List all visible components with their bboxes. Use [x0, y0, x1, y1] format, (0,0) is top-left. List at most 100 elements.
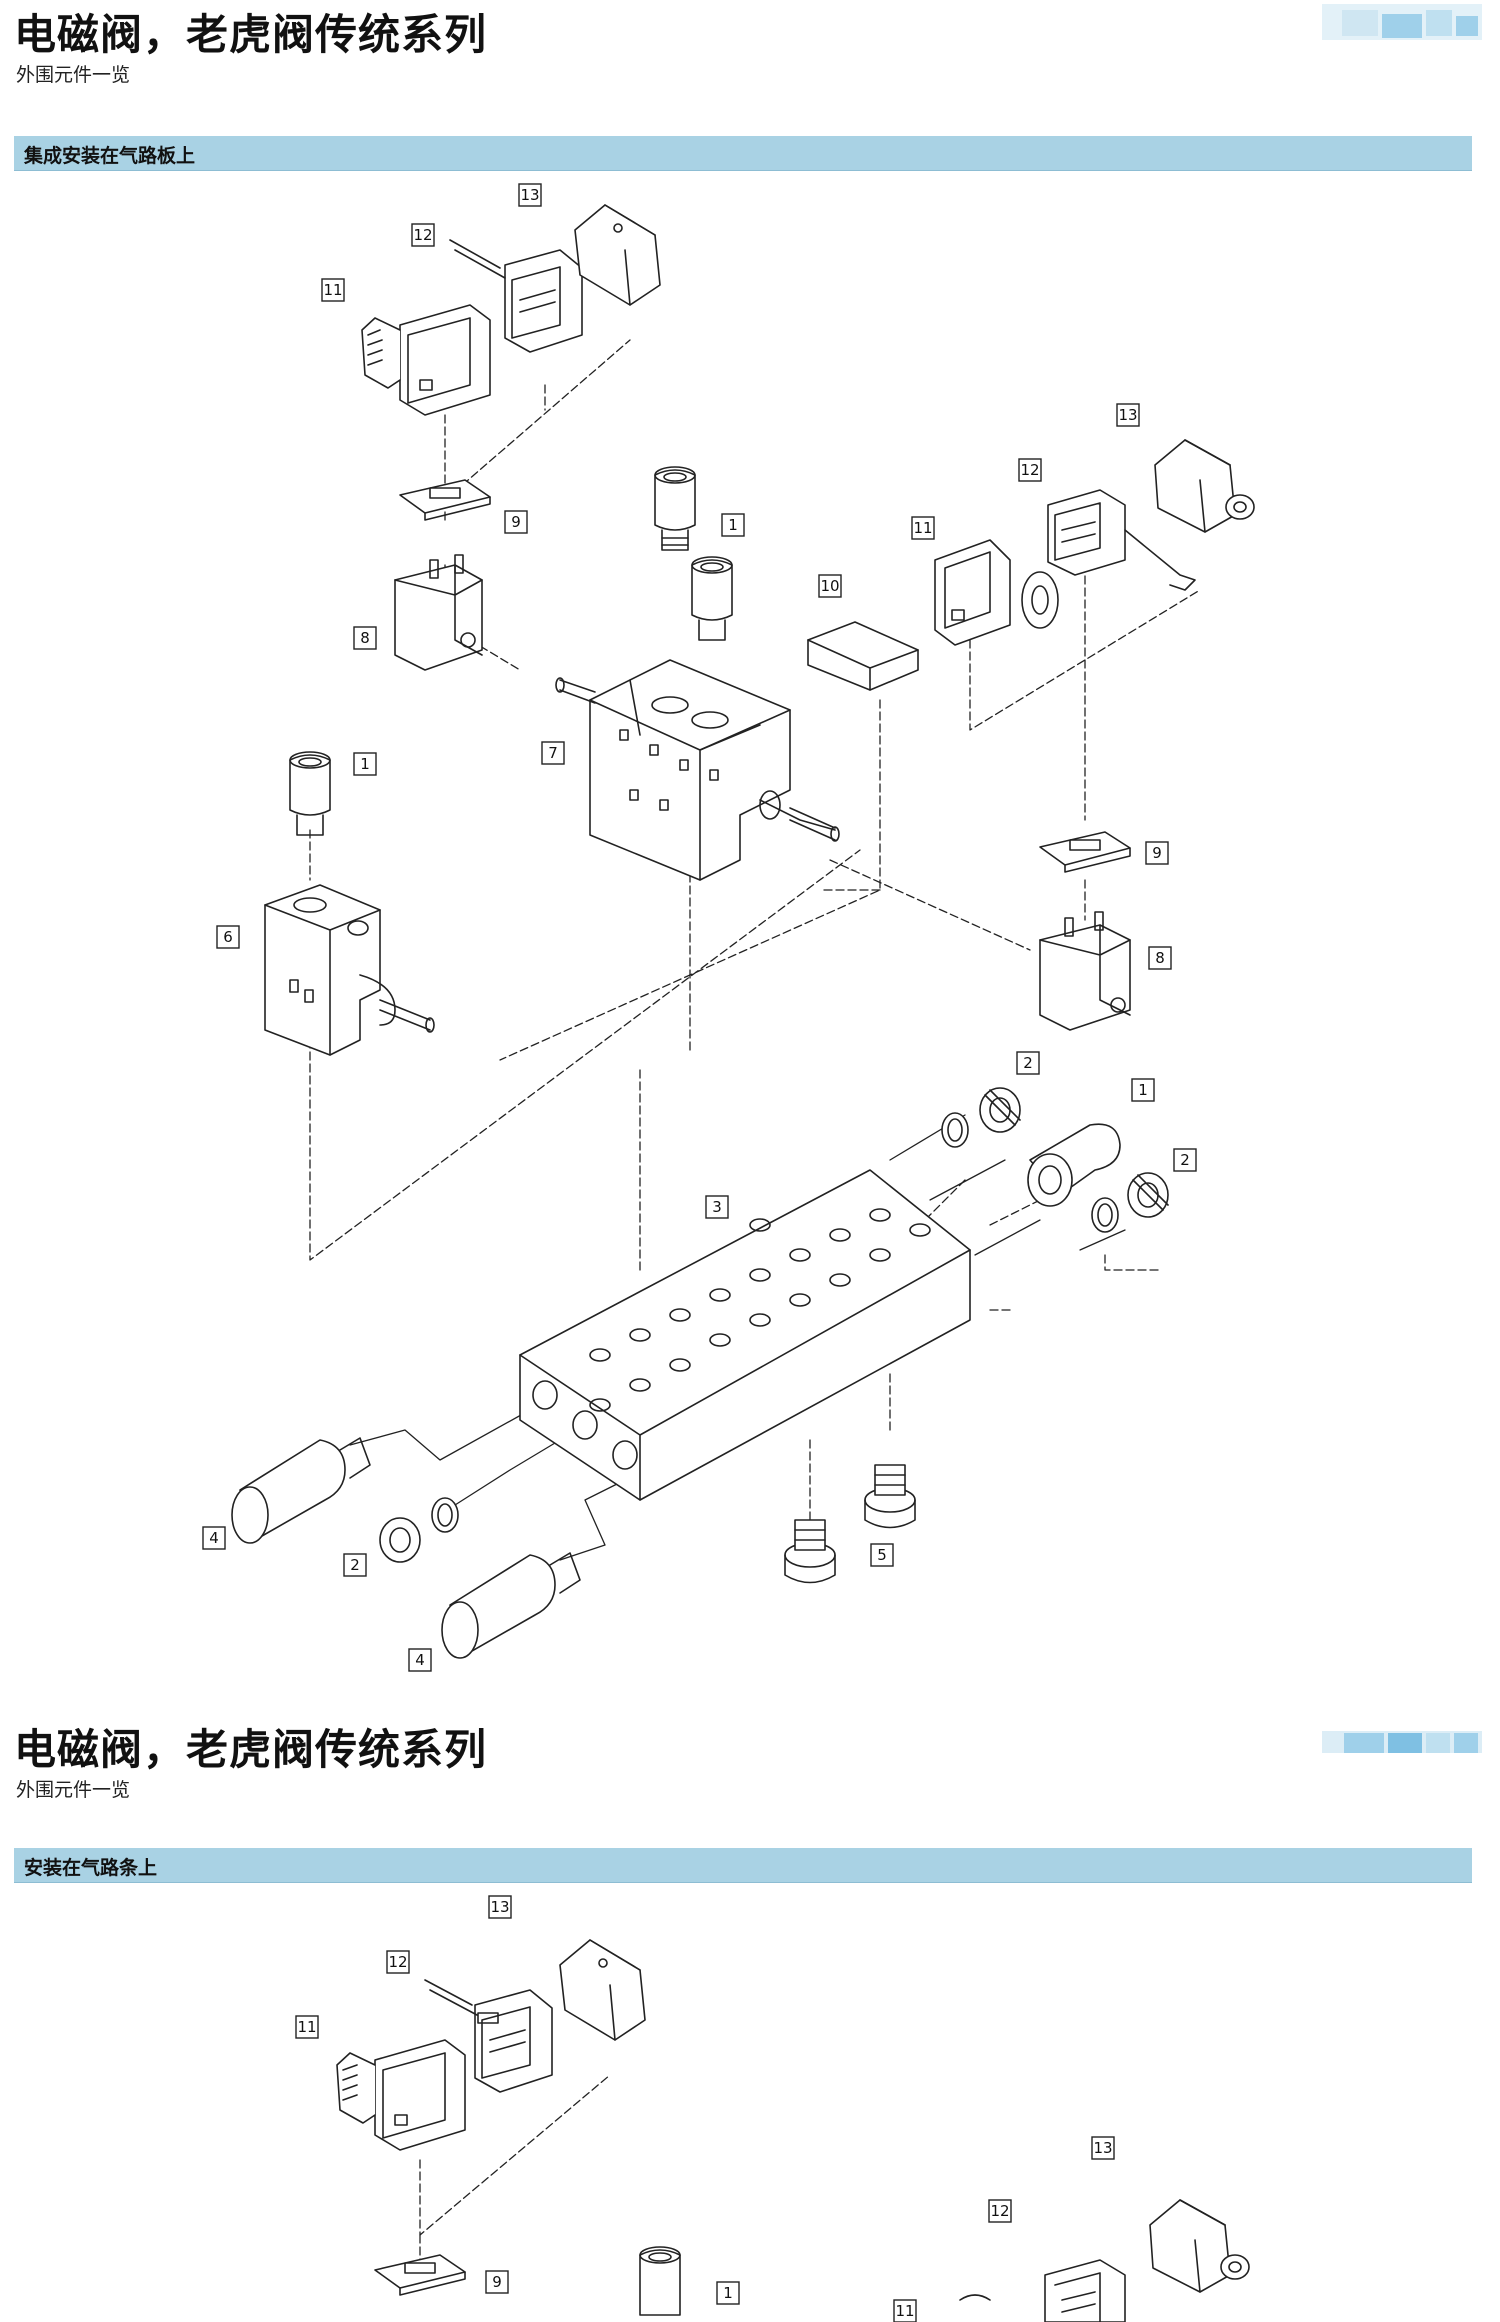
solenoid-coil-8-left — [394, 554, 483, 671]
callout-11: 11 — [295, 2015, 319, 2039]
silencer-4-a — [231, 1437, 371, 1544]
valve-body-6 — [264, 884, 435, 1056]
svg-text:1: 1 — [728, 516, 738, 534]
callout-7: 7 — [541, 741, 565, 765]
callout-11: 11 — [321, 278, 345, 302]
svg-text:12: 12 — [413, 226, 432, 244]
svg-text:12: 12 — [388, 1953, 407, 1971]
push-in-fitting-1-a — [654, 466, 696, 551]
plug-socket-11-top — [336, 2039, 466, 2151]
svg-text:11: 11 — [297, 2018, 316, 2036]
svg-text:2: 2 — [350, 1556, 360, 1574]
callout-8: 8 — [1148, 946, 1172, 970]
svg-text:10: 10 — [820, 577, 839, 595]
svg-text:11: 11 — [895, 2302, 914, 2320]
callout-12: 12 — [1018, 458, 1042, 482]
callout-2: 2 — [1173, 1148, 1197, 1172]
svg-text:7: 7 — [548, 744, 558, 762]
svg-text:4: 4 — [415, 1651, 425, 1669]
page-title: 电磁阀，老虎阀传统系列 — [14, 1725, 488, 1774]
plug-socket-12-right — [1047, 489, 1196, 591]
page-title: 电磁阀，老虎阀传统系列 — [14, 10, 488, 59]
seal-ring-2-b — [1091, 1197, 1119, 1233]
push-in-fitting-1-b — [691, 556, 733, 641]
callout-13: 13 — [1116, 403, 1140, 427]
plug-2-a — [979, 1087, 1021, 1133]
plug-socket-12-right-top — [1044, 2259, 1126, 2322]
callout-4: 4 — [202, 1526, 226, 1550]
svg-text:1: 1 — [1138, 1081, 1148, 1099]
callout-9: 9 — [1145, 841, 1169, 865]
svg-text:9: 9 — [492, 2273, 502, 2291]
label-holder-10 — [807, 621, 919, 691]
callout-5: 5 — [870, 1543, 894, 1567]
svg-text:11: 11 — [913, 519, 932, 537]
callout-12: 12 — [411, 223, 435, 247]
push-in-fitting-1-c — [289, 751, 331, 836]
banjo-fitting-5-b — [864, 1464, 916, 1529]
svg-text:9: 9 — [511, 513, 521, 531]
brand-pixel-bar — [1322, 1731, 1482, 1753]
callout-13: 13 — [1091, 2136, 1115, 2160]
plug-socket-11-left — [361, 304, 491, 416]
section-band-label: 安装在气路条上 — [24, 1857, 158, 1879]
solenoid-coil-8-right — [1039, 911, 1131, 1031]
svg-text:4: 4 — [209, 1529, 219, 1547]
svg-text:9: 9 — [1152, 844, 1162, 862]
svg-text:13: 13 — [490, 1898, 509, 1916]
brand-pixel-bar — [1322, 4, 1482, 40]
callout-1: 1 — [716, 2281, 740, 2305]
plug-2-c — [379, 1517, 421, 1563]
callout-2: 2 — [343, 1553, 367, 1577]
callout-12: 12 — [988, 2199, 1012, 2223]
fitting-1-right — [1027, 1123, 1121, 1207]
callout-13: 13 — [488, 1895, 512, 1919]
svg-text:13: 13 — [1093, 2139, 1112, 2157]
svg-text:6: 6 — [223, 928, 233, 946]
svg-text:11: 11 — [323, 281, 342, 299]
svg-text:12: 12 — [990, 2202, 1009, 2220]
section-rail: 电磁阀，老虎阀传统系列 外围元件一览 安装在气路条上 — [0, 1715, 1500, 2322]
callout-3: 3 — [705, 1195, 729, 1219]
plug-socket-13-top — [559, 1939, 646, 2041]
callout-6: 6 — [216, 925, 240, 949]
seal-9-top — [374, 2254, 466, 2296]
callout-10: 10 — [818, 574, 842, 598]
callout-9: 9 — [504, 510, 528, 534]
callout-4: 4 — [408, 1648, 432, 1672]
svg-text:3: 3 — [712, 1198, 722, 1216]
plug-socket-11-right — [934, 539, 1059, 646]
plug-socket-13-left — [574, 204, 661, 306]
svg-text:12: 12 — [1020, 461, 1039, 479]
svg-text:13: 13 — [520, 186, 539, 204]
callout-11: 11 — [893, 2299, 917, 2322]
callout-8: 8 — [353, 626, 377, 650]
plug-socket-12-top — [424, 1979, 553, 2093]
callout-12: 12 — [386, 1950, 410, 1974]
exploded-diagram-manifold: 13 12 11 9 1 8 10 7 1 6 13 12 11 9 8 2 1… — [202, 183, 1255, 1672]
callout-13: 13 — [518, 183, 542, 207]
section-manifold: 电磁阀，老虎阀传统系列 外围元件一览 集成安装在气路板上 — [14, 4, 1482, 1672]
plug-socket-13-right — [1154, 439, 1255, 533]
callout-9: 9 — [485, 2270, 509, 2294]
callout-11: 11 — [911, 516, 935, 540]
section-band: 安装在气路条上 — [14, 1848, 1472, 1883]
plug-2-b — [1127, 1172, 1169, 1218]
callout-1: 1 — [1131, 1078, 1155, 1102]
manifold-base-3 — [519, 1169, 971, 1501]
section-band: 集成安装在气路板上 — [14, 136, 1472, 171]
exploded-diagram-rail: 13 12 11 9 1 13 12 11 — [295, 1895, 1250, 2322]
seal-ring-2-a — [941, 1112, 969, 1148]
banjo-fitting-5-a — [784, 1519, 836, 1584]
page-subtitle: 外围元件一览 — [16, 64, 131, 86]
svg-text:1: 1 — [723, 2284, 733, 2302]
callout-1: 1 — [353, 752, 377, 776]
svg-text:8: 8 — [1155, 949, 1165, 967]
plug-socket-13-right-top — [1149, 2199, 1250, 2293]
svg-text:2: 2 — [1180, 1151, 1190, 1169]
svg-text:5: 5 — [877, 1546, 887, 1564]
seal-ring-2-c — [431, 1497, 459, 1533]
section-band-label: 集成安装在气路板上 — [24, 145, 196, 167]
silencer-4-b — [441, 1552, 581, 1659]
svg-text:1: 1 — [360, 755, 370, 773]
